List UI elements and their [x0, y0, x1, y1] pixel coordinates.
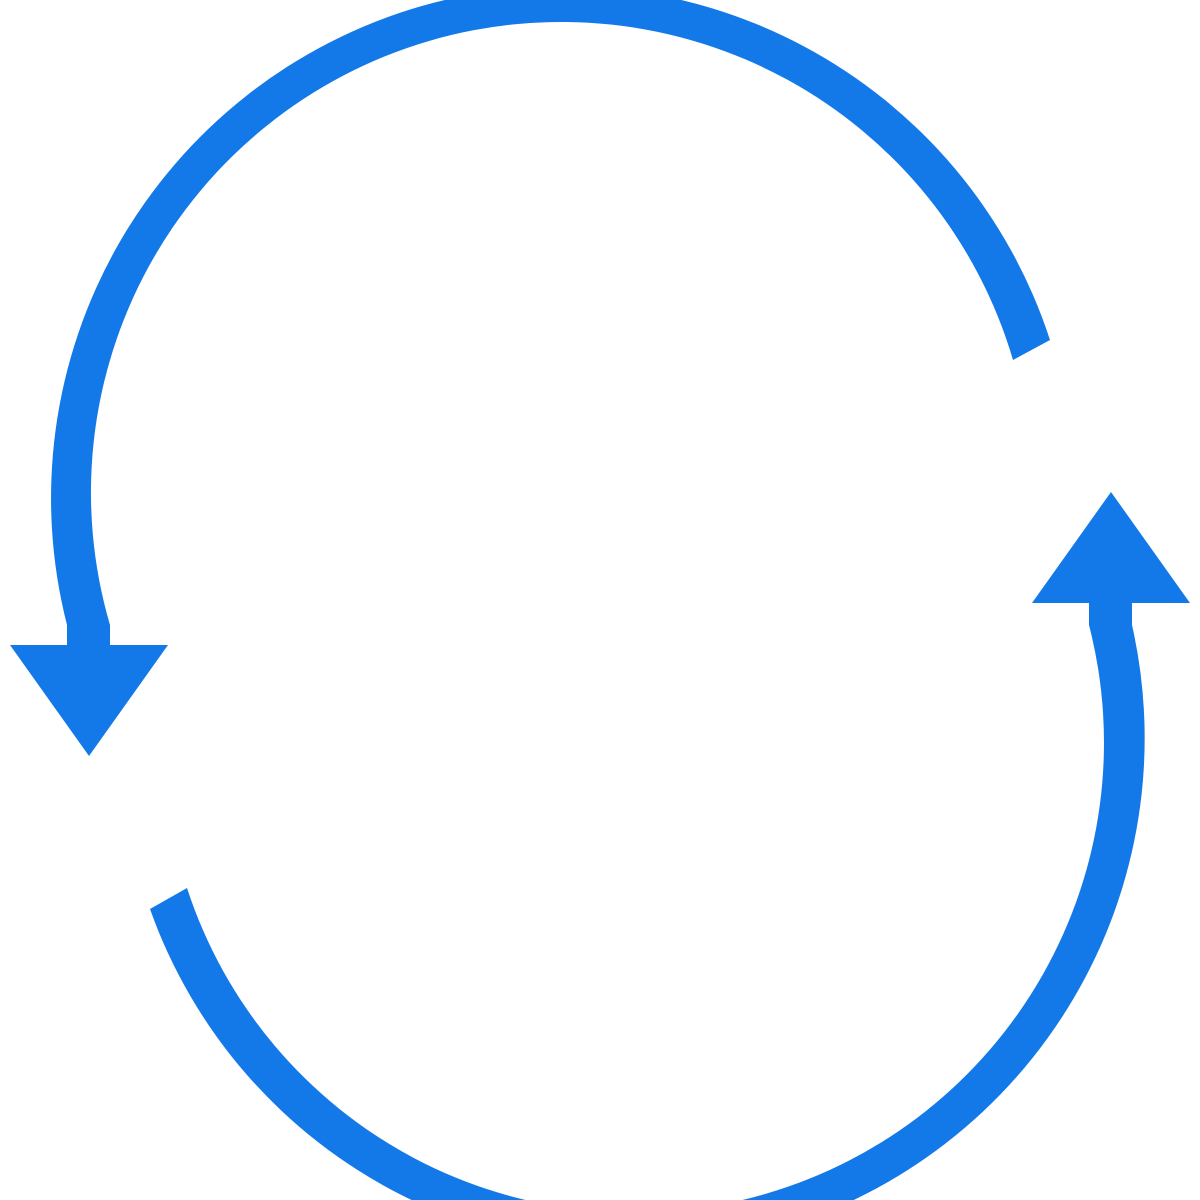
upper-arc-arrow	[10, 0, 1050, 756]
lower-arc-arrow	[150, 492, 1190, 1200]
refresh-arrows	[10, 0, 1190, 1200]
